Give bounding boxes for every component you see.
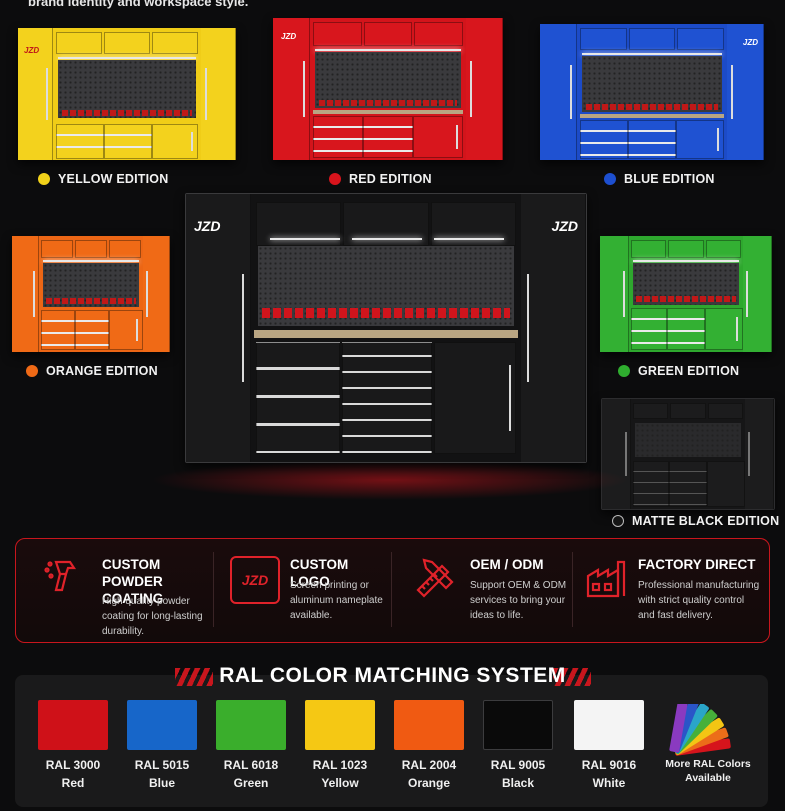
green-cabinet-image xyxy=(600,236,772,352)
title-stripes-left xyxy=(175,668,213,686)
swatch-red xyxy=(38,700,108,750)
orange-cabinet-image xyxy=(12,236,170,352)
yellow-dot xyxy=(38,173,50,185)
ral-code: RAL 5015 xyxy=(134,758,190,772)
swatch-black xyxy=(483,700,553,750)
feature-desc-line: Screen printing or xyxy=(290,580,369,591)
edition-text: BLUE EDITION xyxy=(624,172,715,186)
feature-desc-line: Professional manufacturing xyxy=(638,580,760,591)
feature-desc-line: durability. xyxy=(102,626,145,637)
more-colors-line1: More RAL Colors xyxy=(665,758,751,770)
ral-name: Blue xyxy=(148,776,175,790)
ral-code: RAL 1023 xyxy=(312,758,368,772)
design-tools-icon xyxy=(416,558,454,598)
edition-text: GREEN EDITION xyxy=(638,364,740,378)
ral-name: Red xyxy=(61,776,85,790)
features-panel xyxy=(15,538,770,643)
edition-label-yellow: YELLOW EDITION xyxy=(38,172,168,186)
feature-desc-line: ideas to life. xyxy=(470,610,524,621)
factory-icon xyxy=(586,560,626,598)
feature-title: CUSTOM POWDER xyxy=(102,557,163,589)
blue-dot xyxy=(604,173,616,185)
ral-code: RAL 9016 xyxy=(581,758,637,772)
feature-desc-line: Support OEM & ODM xyxy=(470,580,567,591)
brand-mark: JZD xyxy=(24,46,40,55)
intro-text: brand identity and workspace style. xyxy=(28,0,249,9)
floor-glow xyxy=(150,460,630,500)
feature-title: FACTORY DIRECT xyxy=(638,557,756,572)
feature-desc-line: coating for long-lasting xyxy=(102,611,203,622)
feature-oem-odm: OEM / ODM Support OEM & ODM services to b… xyxy=(410,538,575,641)
logo-badge-icon: JZD xyxy=(230,556,280,604)
red-cabinet-image: JZD xyxy=(273,18,503,160)
edition-text: ORANGE EDITION xyxy=(46,364,158,378)
ral-name: White xyxy=(592,776,626,790)
feature-divider xyxy=(213,552,214,627)
feature-desc-line: and fast delivery. xyxy=(638,610,713,621)
main-black-cabinet-image: JZD JZD xyxy=(185,193,587,463)
spray-gun-icon xyxy=(44,560,77,592)
more-colors-line2: Available xyxy=(685,772,731,784)
brand-mark-main-right: JZD xyxy=(551,218,578,234)
feature-desc-line: available. xyxy=(290,610,333,621)
feature-title-line2: COATING xyxy=(102,591,164,606)
feature-desc-line: aluminum nameplate xyxy=(290,595,383,606)
red-dot xyxy=(329,173,341,185)
yellow-cabinet-image: JZD xyxy=(18,28,236,160)
ral-code: RAL 9005 xyxy=(490,758,546,772)
feature-desc-line: with strict quality control xyxy=(638,595,745,606)
edition-text: YELLOW EDITION xyxy=(58,172,169,186)
edition-label-green: GREEN EDITION xyxy=(618,364,739,378)
logo-badge-text: JZD xyxy=(241,572,269,588)
ral-name: Green xyxy=(233,776,269,790)
black-dot xyxy=(612,515,624,527)
title-stripes-right xyxy=(553,668,591,686)
ral-name: Black xyxy=(501,776,535,790)
ral-code: RAL 6018 xyxy=(223,758,279,772)
edition-text: RED EDITION xyxy=(349,172,432,186)
feature-custom-logo: JZD CUSTOM LOGO Screen printing or alumin… xyxy=(228,538,388,641)
feature-title: CUSTOM LOGO xyxy=(290,557,349,589)
brand-mark: JZD xyxy=(281,32,297,41)
feature-divider xyxy=(391,552,392,627)
edition-label-black: MATTE BLACK EDITION xyxy=(612,514,779,528)
orange-dot xyxy=(26,365,38,377)
ral-code: RAL 2004 xyxy=(401,758,457,772)
swatch-yellow xyxy=(305,700,375,750)
feature-powder-coating: CUSTOM POWDER COATING High quality powder… xyxy=(40,538,220,641)
edition-label-blue: BLUE EDITION xyxy=(604,172,715,186)
feature-desc-line: High quality powder xyxy=(102,596,190,607)
swatch-white xyxy=(574,700,644,750)
edition-text: MATTE BLACK EDITION xyxy=(632,514,780,528)
swatch-orange xyxy=(394,700,464,750)
brand-mark: JZD xyxy=(742,38,758,47)
swatch-green xyxy=(216,700,286,750)
feature-title: OEM / ODM xyxy=(470,557,544,572)
feature-factory-direct: FACTORY DIRECT Professional manufacturin… xyxy=(584,538,764,641)
ral-code: RAL 3000 xyxy=(45,758,101,772)
green-dot xyxy=(618,365,630,377)
feature-divider xyxy=(572,552,573,627)
ral-name: Yellow xyxy=(321,776,359,790)
feature-desc-line: services to bring your xyxy=(470,595,566,606)
ral-section-title: RAL COLOR MATCHING SYSTEM xyxy=(219,664,566,687)
blue-cabinet-image: JZD xyxy=(540,24,764,160)
ral-name: Orange xyxy=(407,776,450,790)
edition-label-red: RED EDITION xyxy=(329,172,432,186)
swatch-blue xyxy=(127,700,197,750)
brand-mark-main: JZD xyxy=(194,218,221,234)
color-fan-icon xyxy=(669,704,731,756)
edition-label-orange: ORANGE EDITION xyxy=(26,364,158,378)
